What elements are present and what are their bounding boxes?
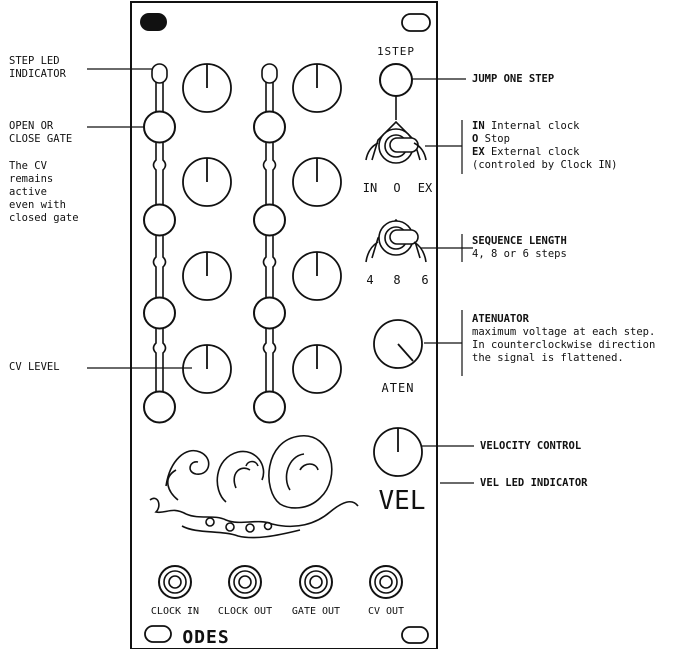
cv-note-line-3: active <box>9 186 47 198</box>
step-button-label: 1STEP <box>377 45 415 58</box>
mounting-hole-bottom-left <box>144 625 172 643</box>
cv-note-line-5: closed gate <box>9 212 79 224</box>
jack-gate-out[interactable] <box>299 565 333 599</box>
callout-atenuator: ATENUATOR maximum voltage at each step. … <box>472 313 655 365</box>
clock-mode-in-key: IN <box>472 120 485 132</box>
clock-mode-in-text: Internal clock <box>490 120 580 132</box>
callout-gate-line-1: OPEN OR <box>9 120 54 132</box>
callout-gate-line-2: CLOSE GATE <box>9 133 73 145</box>
aten-knob-pointer <box>397 343 414 362</box>
gate-button-8[interactable] <box>253 390 286 424</box>
clock-mode-stop-text: Stop <box>484 133 510 145</box>
switch1-pos-1: IN <box>363 181 377 195</box>
sequence-length-text: 4, 8 or 6 steps <box>472 248 567 260</box>
jack-label-clock-in: CLOCK IN <box>151 606 199 617</box>
step-led-1 <box>151 63 168 84</box>
knob-pointers <box>206 64 318 369</box>
callout-vel-led-indicator: VEL LED INDICATOR <box>480 477 588 489</box>
clock-mode-stop: O Stop <box>472 133 617 146</box>
atenuator-line-2: maximum voltage at each step. <box>472 326 656 338</box>
callout-step-led-line-1: STEP LED <box>9 55 60 67</box>
gate-button-2[interactable] <box>143 203 176 237</box>
gate-button-4[interactable] <box>143 390 176 424</box>
gate-chain-column-2 <box>262 82 277 391</box>
sequence-length-switch[interactable] <box>365 218 427 263</box>
clock-mode-note: (controled by Clock IN) <box>472 159 618 171</box>
gate-button-5[interactable] <box>253 110 286 144</box>
jack-label-gate-out: GATE OUT <box>292 606 340 617</box>
clock-mode-ex-text: External clock <box>490 146 580 158</box>
switch1-pos-2: O <box>393 181 400 195</box>
callout-clock-modes: IN Internal clock O Stop EX External clo… <box>472 120 617 172</box>
callout-step-led: STEP LED INDICATOR <box>9 55 66 81</box>
atenuator-line-3: In counterclockwise direction <box>472 339 656 351</box>
mounting-hole-top-right <box>401 13 431 32</box>
atenuator-title: ATENUATOR <box>472 313 529 325</box>
gate-button-6[interactable] <box>253 203 286 237</box>
jack-label-clock-out: CLOCK OUT <box>218 606 272 617</box>
octopus-logo-artwork <box>149 435 359 539</box>
jump-step-button[interactable] <box>379 63 413 97</box>
jack-cv-out[interactable] <box>369 565 403 599</box>
cv-note-line-2: remains <box>9 173 54 185</box>
switch2-pos-2: 8 <box>393 273 400 287</box>
switch2-pos-3: 6 <box>421 273 428 287</box>
gate-chain-column-1 <box>152 82 167 391</box>
leader-lines <box>87 68 474 484</box>
callout-cv-note: The CV remains active even with closed g… <box>9 160 79 225</box>
mounting-hole-top-left <box>140 13 167 31</box>
callout-step-led-line-2: INDICATOR <box>9 68 66 80</box>
clock-mode-in: IN Internal clock <box>472 120 617 133</box>
cv-note-line-4: even with <box>9 199 66 211</box>
switch2-pos-1: 4 <box>366 273 373 287</box>
mounting-hole-bottom-right <box>401 626 429 644</box>
gate-button-3[interactable] <box>143 296 176 330</box>
callout-cv-level: CV LEVEL <box>9 361 60 373</box>
jack-clock-in[interactable] <box>158 565 192 599</box>
callout-sequence-length: SEQUENCE LENGTH 4, 8 or 6 steps <box>472 235 567 261</box>
vel-label: VEL <box>379 486 426 516</box>
jack-clock-out[interactable] <box>228 565 262 599</box>
clock-mode-ex-key: EX <box>472 146 485 158</box>
gate-button-1[interactable] <box>143 110 176 144</box>
step-led-2 <box>261 63 278 84</box>
sequence-length-title: SEQUENCE LENGTH <box>472 235 567 247</box>
clock-mode-stop-key: O <box>472 133 479 145</box>
brand-logo: ODES <box>182 627 229 648</box>
callout-velocity-control: VELOCITY CONTROL <box>480 440 582 452</box>
clock-mode-ex: EX External clock <box>472 146 617 159</box>
gate-button-7[interactable] <box>253 296 286 330</box>
callout-jump-one-step: JUMP ONE STEP <box>472 73 555 85</box>
jacks <box>158 565 403 599</box>
atenuator-line-4: the signal is flattened. <box>472 352 624 364</box>
clock-mode-switch[interactable] <box>365 120 427 164</box>
jack-label-cv-out: CV OUT <box>368 606 404 617</box>
switch1-pos-3: EX <box>418 181 433 195</box>
callout-open-close-gate: OPEN OR CLOSE GATE <box>9 120 72 146</box>
cv-note-line-1: The CV <box>9 160 47 172</box>
aten-label: ATEN <box>382 381 415 395</box>
